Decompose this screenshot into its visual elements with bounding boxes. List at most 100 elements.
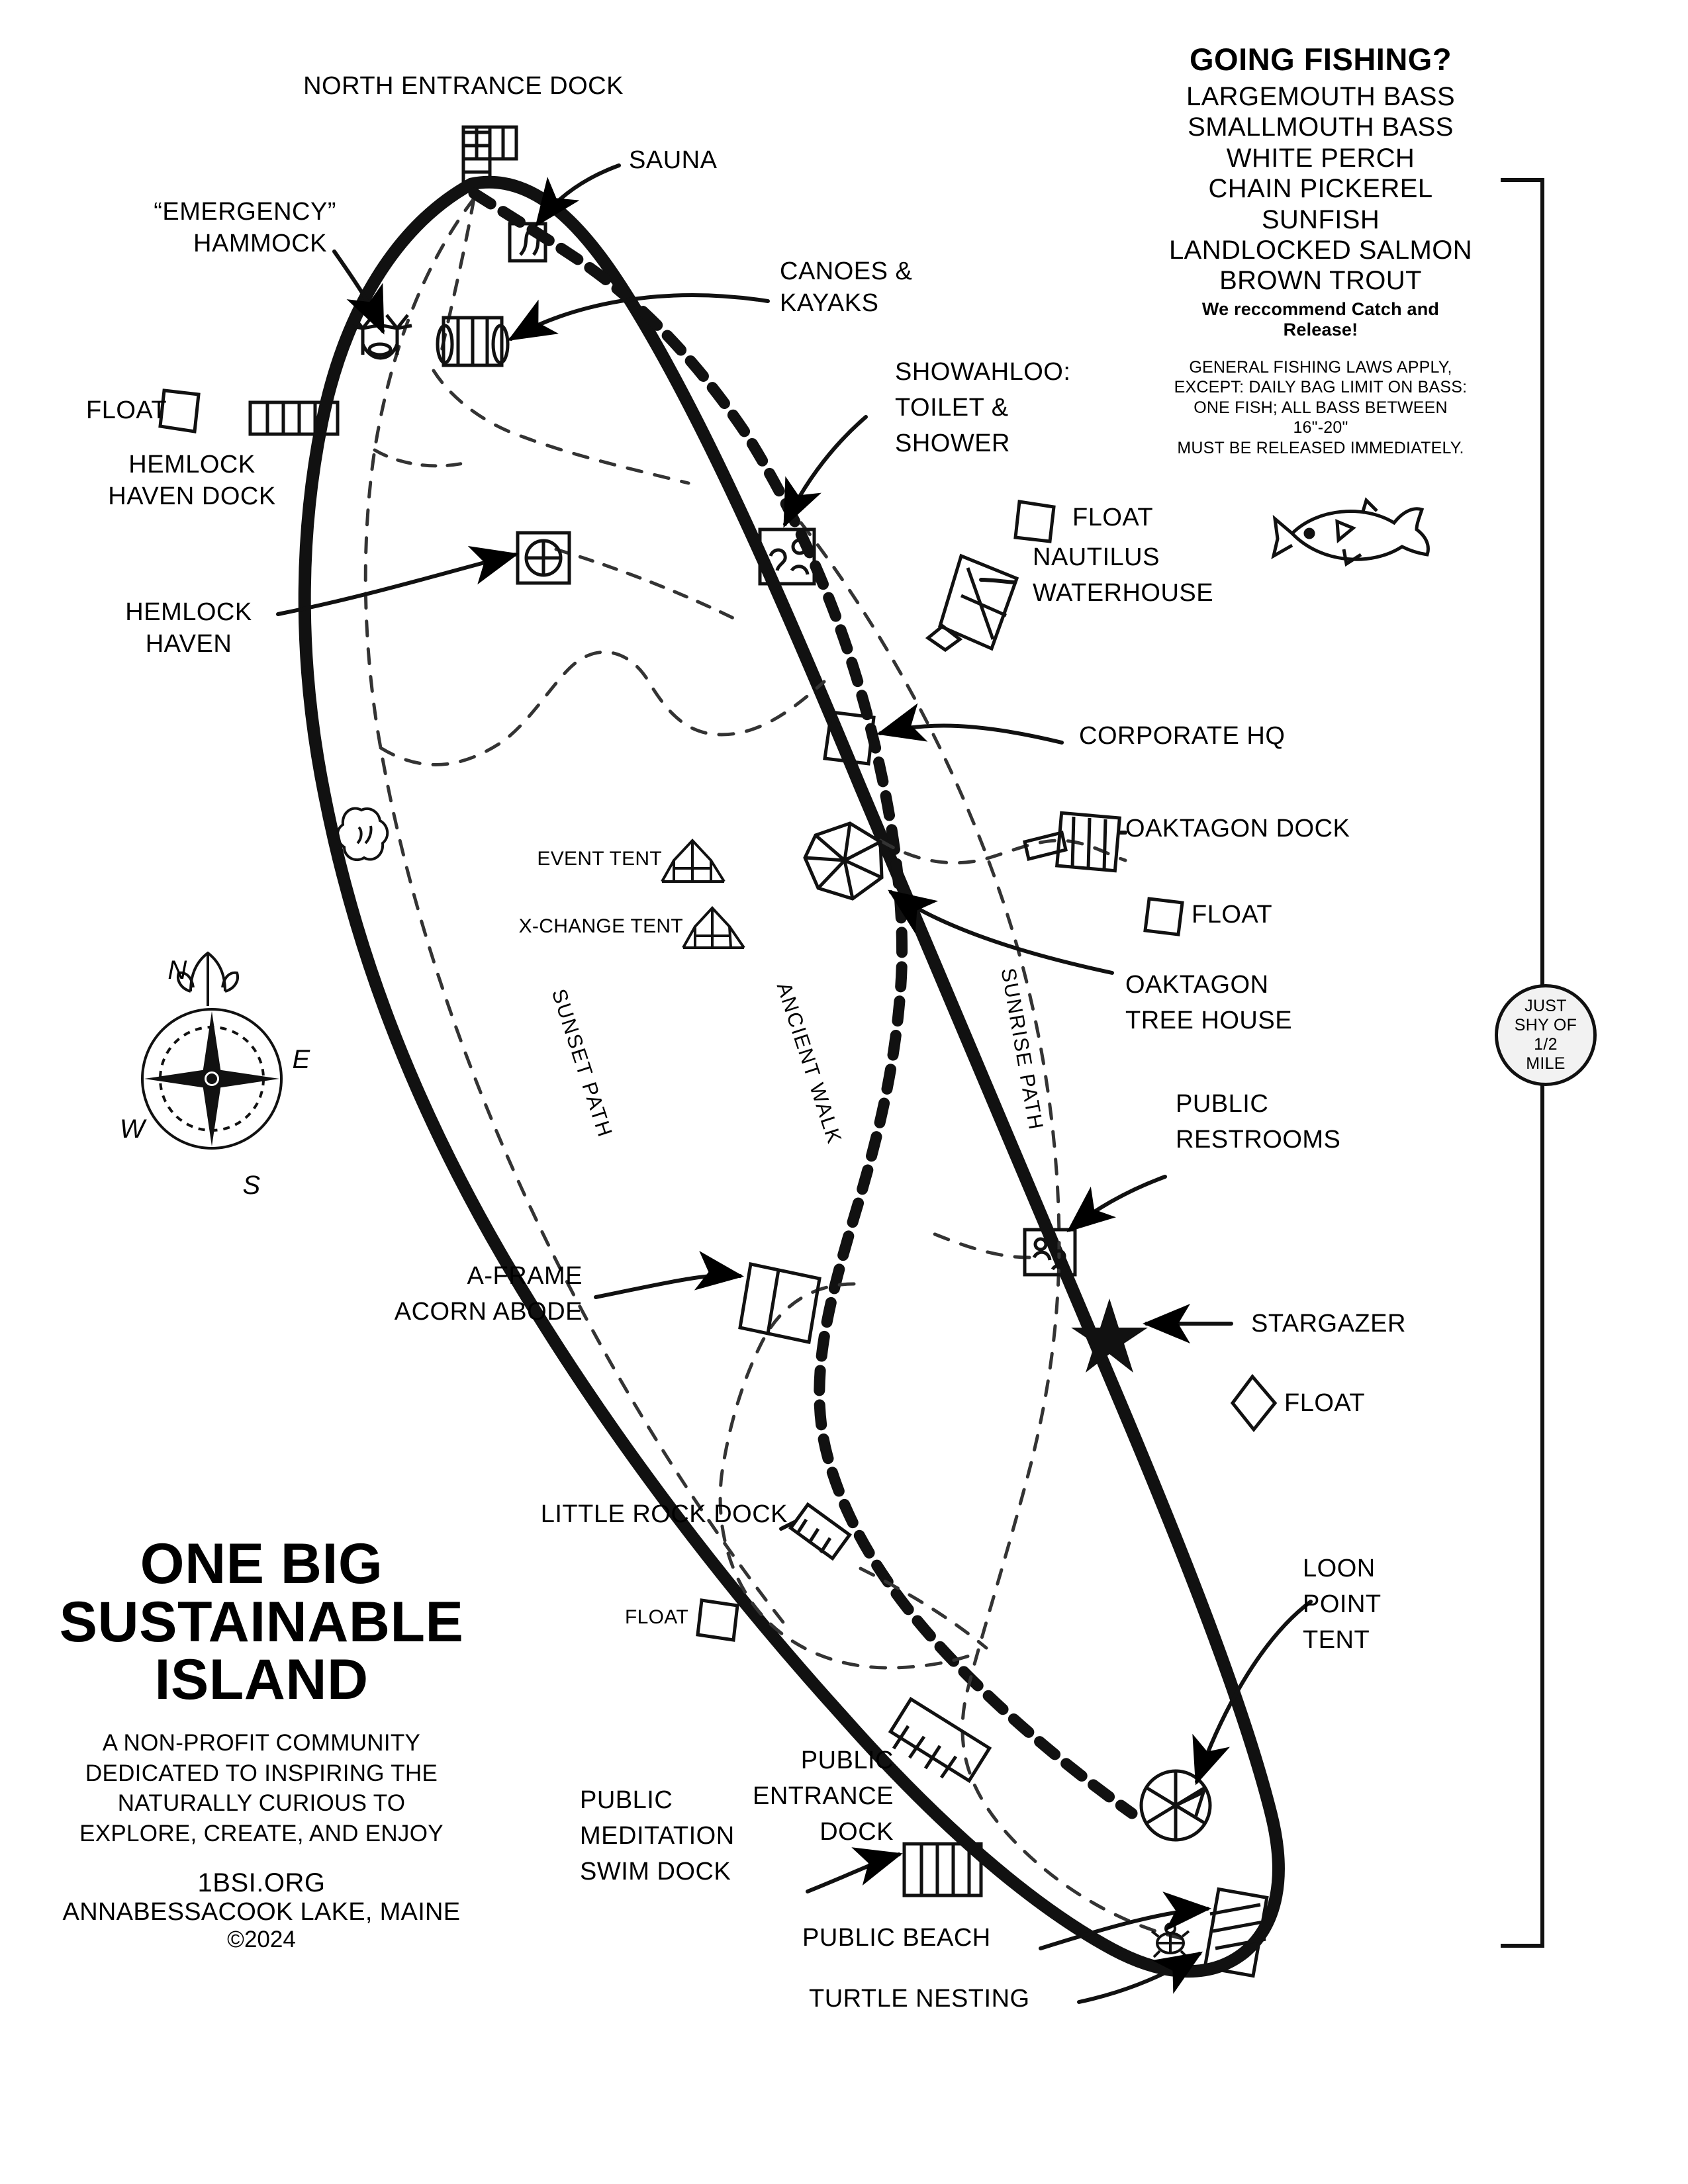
- label-hemlock-haven-line2: HAVEN: [145, 630, 232, 658]
- label-turtle-nesting: TURTLE NESTING: [809, 1985, 1030, 2013]
- label-showahloo-line3: SHOWER: [895, 430, 1010, 457]
- stargazer-icon: [1071, 1298, 1148, 1373]
- label-hemlock-haven-line1: HEMLOCK: [125, 598, 252, 626]
- fishing-rules-text: GENERAL FISHING LAWS APPLY, EXCEPT: DAIL…: [1165, 357, 1476, 459]
- mission-line: DEDICATED TO INSPIRING THE: [85, 1760, 438, 1786]
- public-restrooms-icon: [1023, 1228, 1077, 1277]
- label-a-frame-line1: A-FRAME: [467, 1262, 583, 1290]
- label-canoes-kayaks-line1: CANOES &: [780, 257, 913, 285]
- label-public-beach: PUBLIC BEACH: [802, 1924, 991, 1952]
- scale-line-4: MILE: [1526, 1054, 1566, 1073]
- fish-species-item: LARGEMOUTH BASS: [1186, 82, 1456, 111]
- float-icon-hemlock: [158, 388, 201, 433]
- label-corporate-hq: CORPORATE HQ: [1079, 722, 1286, 750]
- a-frame-acorn-abode-icon: [738, 1262, 821, 1344]
- float-icon-little-rock: [696, 1598, 739, 1642]
- mission-line: EXPLORE, CREATE, AND ENJOY: [79, 1820, 444, 1846]
- leader-lines: [276, 163, 1313, 2004]
- fishing-rule-line: GENERAL FISHING LAWS APPLY,: [1189, 357, 1452, 377]
- label-public-meditation-line2: MEDITATION: [580, 1822, 735, 1850]
- oaktagon-tree-house-icon: [803, 821, 884, 901]
- compass-rose-icon: [141, 951, 283, 1150]
- page-title-line-3: ISLAND: [154, 1648, 369, 1712]
- label-little-rock-dock: LITTLE ROCK DOCK: [540, 1500, 788, 1528]
- copyright-text: ©2024: [227, 1927, 296, 1953]
- canoes-kayaks-icon: [436, 316, 510, 367]
- loon-point-tent-icon: [1139, 1769, 1212, 1842]
- label-emergency-hammock-line2: HAMMOCK: [193, 230, 327, 257]
- sunset-path-line: [363, 197, 826, 1630]
- oaktagon-dock-icon: [1023, 811, 1122, 873]
- float-icon-nautilus: [1013, 500, 1056, 543]
- fish-species-item: WHITE PERCH: [1226, 143, 1415, 173]
- label-oaktagon-dock: OAKTAGON DOCK: [1125, 815, 1350, 842]
- compass-label-north: N: [167, 956, 187, 985]
- label-float-oaktagon: FLOAT: [1192, 901, 1273, 929]
- page-title-line-2: SUSTAINABLE: [59, 1590, 464, 1654]
- corporate-hq-icon: [823, 710, 876, 766]
- page-title-line-1: ONE BIG: [140, 1532, 383, 1596]
- fishing-info-panel: GOING FISHING? LARGEMOUTH BASS SMALLMOUT…: [1165, 41, 1476, 458]
- fish-icon: [1271, 497, 1430, 567]
- public-entrance-dock-icon: [888, 1696, 992, 1784]
- fishing-panel-title: GOING FISHING?: [1189, 42, 1452, 77]
- xchange-tent-icon: [682, 906, 745, 949]
- label-public-entrance-line2: ENTRANCE: [752, 1782, 894, 1810]
- fish-species-item: LANDLOCKED SALMON: [1168, 235, 1473, 265]
- showahloo-icon: [758, 527, 816, 586]
- label-public-meditation-line1: PUBLIC: [580, 1786, 673, 1814]
- mission-line: NATURALLY CURIOUS TO: [117, 1790, 406, 1817]
- catch-and-release-note: We reccommend Catch and Release!: [1201, 298, 1440, 340]
- label-oaktagon-tree-house-line1: OAKTAGON: [1125, 971, 1269, 999]
- label-loon-point-line2: POINT: [1303, 1590, 1382, 1618]
- compass-label-south: S: [242, 1171, 261, 1200]
- label-public-entrance-line1: PUBLIC: [800, 1747, 894, 1774]
- label-nautilus-line2: WATERHOUSE: [1033, 579, 1214, 607]
- org-website-url[interactable]: 1BSI.ORG: [197, 1868, 326, 1898]
- fish-species-item: BROWN TROUT: [1219, 266, 1422, 296]
- fishing-rule-line: ONE FISH; ALL BASS BETWEEN 16"-20": [1194, 398, 1448, 437]
- boulder-icon: [336, 807, 389, 862]
- label-showahloo-line1: SHOWAHLOO:: [895, 358, 1071, 386]
- float-icon-stargazer: [1230, 1373, 1278, 1433]
- fish-species-item: SMALLMOUTH BASS: [1188, 113, 1454, 142]
- north-entrance-dock-icon: [461, 125, 518, 187]
- label-loon-point-line3: TENT: [1303, 1626, 1370, 1654]
- float-icon-oaktagon: [1143, 897, 1184, 936]
- compass-label-east: E: [292, 1045, 310, 1074]
- label-showahloo-line2: TOILET &: [895, 394, 1009, 422]
- fish-species-item: SUNFISH: [1261, 205, 1380, 234]
- nautilus-waterhouse-icon: [925, 553, 1019, 653]
- label-stargazer: STARGAZER: [1251, 1310, 1406, 1338]
- sunrise-path-line: [718, 521, 1187, 1941]
- label-canoes-kayaks-line2: KAYAKS: [780, 289, 879, 317]
- event-tent-icon: [661, 839, 726, 883]
- fishing-rule-line: MUST BE RELEASED IMMEDIATELY.: [1177, 438, 1464, 457]
- label-xchange-tent: X-CHANGE TENT: [518, 915, 683, 937]
- little-rock-dock-icon: [788, 1502, 852, 1561]
- sauna-icon: [508, 222, 547, 263]
- title-block: ONE BIG SUSTAINABLE ISLAND A NON-PROFIT …: [30, 1535, 493, 1953]
- compass-label-west: W: [119, 1115, 146, 1144]
- label-hemlock-haven-dock-line2: HAVEN DOCK: [108, 482, 276, 510]
- turtle-nesting-icon: [1150, 1923, 1190, 1958]
- label-public-restrooms-line1: PUBLIC: [1176, 1090, 1269, 1118]
- label-a-frame-line2: ACORN ABODE: [394, 1298, 583, 1326]
- label-nautilus-line1: NAUTILUS: [1033, 543, 1160, 571]
- mission-statement: A NON-PROFIT COMMUNITY DEDICATED TO INSP…: [30, 1728, 493, 1848]
- label-public-meditation-line3: SWIM DOCK: [580, 1858, 731, 1886]
- label-float-nautilus: FLOAT: [1072, 504, 1154, 531]
- scale-line-3: 1/2: [1534, 1035, 1558, 1054]
- label-float-little-rock: FLOAT: [625, 1606, 688, 1628]
- public-meditation-swim-dock-icon: [902, 1842, 983, 1897]
- hemlock-loop-path: [373, 448, 743, 624]
- public-beach-dock-icon: [1203, 1887, 1269, 1978]
- location-text: ANNABESSACOOK LAKE, MAINE: [62, 1898, 461, 1927]
- label-hemlock-haven-dock-line1: HEMLOCK: [128, 451, 256, 478]
- hemlock-haven-icon: [516, 531, 571, 585]
- label-public-entrance-line3: DOCK: [820, 1818, 894, 1846]
- leader-lines-plain: [779, 578, 1127, 1531]
- fish-species-item: CHAIN PICKEREL: [1208, 174, 1433, 204]
- label-float-hemlock: FLOAT: [86, 396, 167, 424]
